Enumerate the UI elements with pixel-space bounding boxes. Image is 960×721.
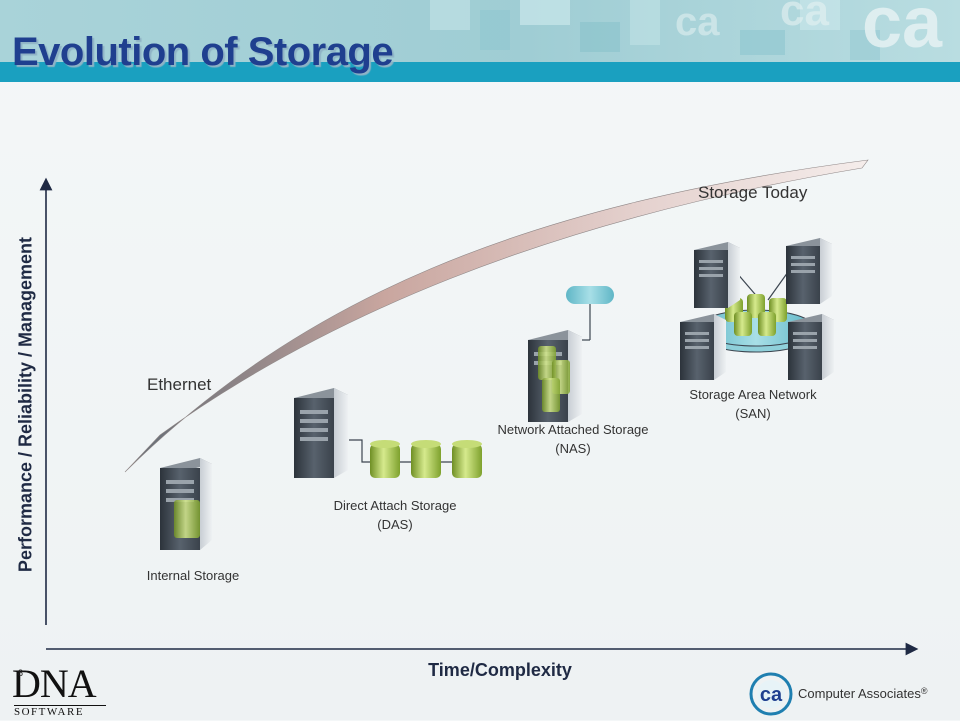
ca-watermark-logo-2: ca xyxy=(780,0,829,35)
internal-storage-server-icon xyxy=(160,458,212,550)
dna-logo-wordmark: DNA xyxy=(12,661,97,706)
storage-today-label: Storage Today xyxy=(698,183,808,202)
das-label-line1: Direct Attach Storage xyxy=(334,498,457,513)
header-banner: ca ca ca Evolution of Storage xyxy=(0,0,960,82)
y-axis-label: Performance / Reliability / Management xyxy=(15,236,36,573)
san-server-top-left-icon xyxy=(694,242,740,308)
x-axis-label: Time/Complexity xyxy=(428,660,572,680)
dna-logo-rule xyxy=(14,705,106,706)
dna-logo-subtitle: SOFTWARE xyxy=(14,706,85,718)
header-accent-bar xyxy=(0,62,960,82)
ca-logo-mark-icon: ca xyxy=(749,672,793,716)
san-server-top-right-icon xyxy=(786,238,832,304)
san-server-bottom-right-icon xyxy=(788,314,834,380)
san-server-bottom-left-icon xyxy=(680,314,726,380)
san-label-line2: (SAN) xyxy=(735,406,770,421)
san-disk-cluster-icon xyxy=(725,294,787,336)
nas-network-icon xyxy=(566,286,614,341)
nas-label-line1: Network Attached Storage xyxy=(497,422,648,437)
page-number: 8 xyxy=(18,668,24,678)
internal-storage-label: Internal Storage xyxy=(147,568,240,583)
das-label-line2: (DAS) xyxy=(377,517,412,532)
ethernet-label: Ethernet xyxy=(147,375,212,394)
das-server-icon xyxy=(294,388,348,478)
page-title: Evolution of Storage xyxy=(12,30,394,74)
san-label-line1: Storage Area Network xyxy=(689,387,817,402)
ca-logo-registered: ® xyxy=(920,686,928,696)
computer-associates-logo: ca Computer Associates® xyxy=(748,672,958,716)
das-disk-array-icon xyxy=(370,440,482,478)
nas-server-icon xyxy=(528,330,582,422)
ca-logo-text: Computer Associates xyxy=(798,686,921,701)
evolution-curve-band xyxy=(124,159,869,473)
ca-watermark-logo: ca xyxy=(675,0,720,44)
dna-software-logo: DNA SOFTWARE xyxy=(8,664,108,718)
ca-watermark-logo-3: ca xyxy=(862,0,943,63)
ca-logo-mark-text: ca xyxy=(760,684,783,706)
nas-label-line2: (NAS) xyxy=(555,441,590,456)
